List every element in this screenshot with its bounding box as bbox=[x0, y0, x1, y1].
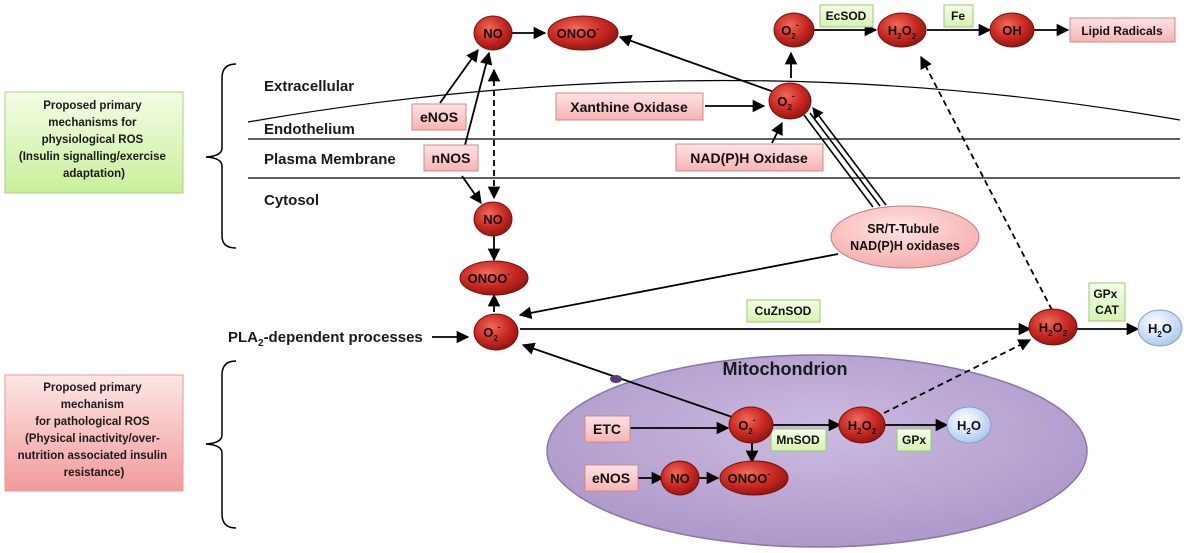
physiological-line-2: mechanisms for bbox=[48, 117, 137, 129]
svg-text:EcSOD: EcSOD bbox=[826, 9, 867, 23]
pathological-box: Proposed primary mechanism for pathologi… bbox=[4, 374, 184, 492]
cuznsod-box: CuZnSOD bbox=[746, 299, 821, 323]
svg-text:H2O2: H2O2 bbox=[1039, 320, 1068, 338]
svg-text:ONOO-: ONOO- bbox=[468, 269, 511, 286]
region-cytosol: Cytosol bbox=[264, 192, 319, 209]
svg-text:Xanthine Oxidase: Xanthine Oxidase bbox=[570, 99, 688, 115]
nnos-box: nNOS bbox=[423, 144, 479, 172]
pathological-line-4: (Physical inactivity/over- bbox=[25, 433, 160, 445]
svg-text:ONOO-: ONOO- bbox=[557, 24, 600, 41]
svg-text:H2O2: H2O2 bbox=[888, 23, 917, 41]
extracellular-curve bbox=[247, 79, 1181, 123]
h2o2-node-top: H2O2 bbox=[877, 12, 927, 48]
region-extracellular: Extracellular bbox=[264, 78, 354, 95]
svg-text:NO: NO bbox=[670, 471, 690, 486]
etc-box: ETC bbox=[584, 415, 631, 443]
svg-text:GPx: GPx bbox=[902, 433, 926, 447]
pla2-label: PLA2-dependent processes bbox=[228, 329, 423, 349]
svg-text:NO: NO bbox=[483, 212, 503, 227]
enos-mito-box: eNOS bbox=[584, 464, 639, 492]
fe-box: Fe bbox=[943, 4, 974, 28]
bracket-physiological bbox=[205, 63, 237, 249]
hydroxyl-node: OH bbox=[989, 12, 1035, 48]
physiological-line-4: (Insulin signalling/exercise bbox=[19, 151, 166, 163]
no-node-cytosol: NO bbox=[473, 201, 513, 237]
gpx-box: GPx bbox=[896, 428, 932, 452]
gpx-cat-box: GPx CAT bbox=[1088, 282, 1126, 322]
svg-text:ONOO-: ONOO- bbox=[728, 469, 771, 486]
physiological-line-5: adaptation) bbox=[63, 168, 125, 180]
svg-text:Proposed primary mechani: Proposed primary mechanism for pathologi… bbox=[18, 382, 171, 479]
onoo-node-top: ONOO- bbox=[547, 15, 619, 51]
no-node-top: NO bbox=[473, 15, 513, 51]
pathological-line-3: for pathological ROS bbox=[35, 416, 150, 428]
xanthine-oxidase-box: Xanthine Oxidase bbox=[555, 92, 704, 121]
svg-text:H2O: H2O bbox=[957, 418, 981, 436]
enos-top-box: eNOS bbox=[411, 103, 467, 131]
svg-text:O2-: O2- bbox=[738, 415, 756, 436]
no-node-mito: NO bbox=[660, 460, 700, 496]
mito-membrane-dot bbox=[610, 375, 622, 383]
svg-text:Proposed primary mechani: Proposed primary mechanisms for physiolo… bbox=[19, 100, 169, 180]
svg-text:O2-: O2- bbox=[483, 322, 501, 343]
onoo-node-cytosol: ONOO- bbox=[459, 260, 529, 296]
h2o2-node-mito: H2O2 bbox=[838, 406, 886, 444]
region-plasma-membrane: Plasma Membrane bbox=[264, 151, 396, 168]
svg-text:GPx CAT: GPx CAT bbox=[1093, 287, 1120, 317]
svg-text:Lipid Radicals: Lipid Radicals bbox=[1081, 24, 1163, 38]
bracket-pathological bbox=[205, 360, 237, 529]
pathological-line-1: Proposed primary bbox=[43, 382, 142, 394]
svg-text:O2-: O2- bbox=[781, 20, 799, 41]
svg-text:O2-: O2- bbox=[777, 91, 795, 112]
physiological-line-3: physiological ROS bbox=[42, 134, 144, 146]
physiological-line-1: Proposed primary bbox=[43, 100, 142, 112]
h2o-node-right: H2O bbox=[1137, 309, 1183, 347]
nadph-oxidase-box: NAD(P)H Oxidase bbox=[675, 143, 824, 172]
svg-text:SR/T-Tubule NAD(P)H oxid: SR/T-Tubule NAD(P)H oxidases bbox=[850, 222, 960, 253]
pathological-line-2: mechanism bbox=[61, 399, 124, 411]
mitochondrion-label: Mitochondrion bbox=[723, 359, 848, 379]
region-endothelium: Endothelium bbox=[264, 121, 355, 138]
svg-text:NAD(P)H Oxidase: NAD(P)H Oxidase bbox=[690, 150, 808, 166]
svg-text:nNOS: nNOS bbox=[432, 150, 471, 166]
ecsod-box: EcSOD bbox=[819, 4, 874, 28]
h2o-node-mito: H2O bbox=[946, 406, 992, 444]
superoxide-node-mito: O2- bbox=[728, 406, 774, 444]
sr-tubule-node: SR/T-Tubule NAD(P)H oxidases bbox=[830, 205, 980, 269]
lipid-radicals-box: Lipid Radicals bbox=[1069, 17, 1176, 43]
svg-text:eNOS: eNOS bbox=[592, 470, 630, 486]
superoxide-node-endothelium: O2- bbox=[768, 82, 812, 120]
pathological-line-5: nutrition associated insulin bbox=[18, 450, 168, 462]
svg-text:CuZnSOD: CuZnSOD bbox=[755, 304, 812, 318]
superoxide-node-cytosol: O2- bbox=[473, 313, 519, 351]
svg-text:OH: OH bbox=[1002, 23, 1022, 38]
onoo-node-mito: ONOO- bbox=[719, 460, 789, 496]
superoxide-node-top: O2- bbox=[773, 12, 815, 48]
svg-text:MnSOD: MnSOD bbox=[776, 433, 820, 447]
svg-text:H2O: H2O bbox=[1148, 321, 1172, 339]
physiological-box: Proposed primary mechanisms for physiolo… bbox=[4, 91, 184, 194]
svg-text:NO: NO bbox=[483, 26, 503, 41]
pathological-line-6: resistance) bbox=[64, 467, 125, 479]
h2o2-node-right: H2O2 bbox=[1028, 308, 1078, 346]
svg-text:H2O2: H2O2 bbox=[848, 418, 877, 436]
svg-text:ETC: ETC bbox=[593, 421, 621, 437]
svg-text:Fe: Fe bbox=[951, 9, 965, 23]
mnsod-box: MnSOD bbox=[770, 428, 827, 452]
svg-text:eNOS: eNOS bbox=[420, 109, 458, 125]
